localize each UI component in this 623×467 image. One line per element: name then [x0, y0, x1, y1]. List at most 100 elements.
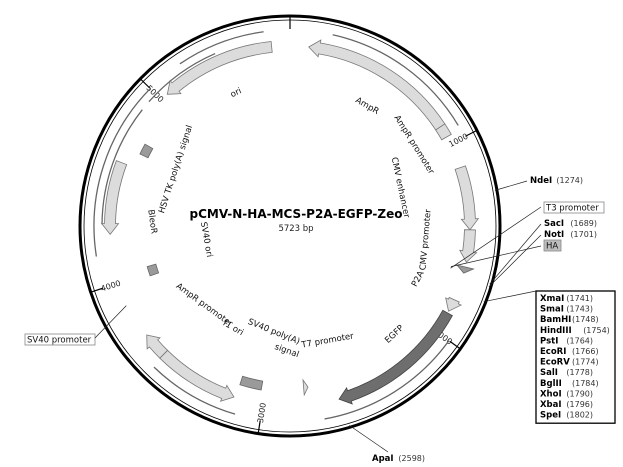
tick-5000: [139, 78, 150, 89]
site-spei: SpeI(1802): [540, 411, 593, 421]
mcs-box-frame: [535, 290, 616, 424]
feature-p2a: [445, 296, 463, 312]
label-text: HA: [546, 242, 558, 252]
site-name: HindIII: [540, 326, 572, 336]
plasmid-size: 5723 bp: [278, 224, 313, 234]
boxed-label-t3-promoter: T3 promoter: [450, 201, 605, 269]
label-frame: [24, 333, 96, 346]
site-noti: NotI (1701): [488, 230, 597, 288]
site-psti: PstI (1764): [540, 336, 593, 346]
site-name: NdeI: [530, 176, 552, 186]
site-ecori: EcoRI (1766): [540, 347, 599, 357]
site-position: (1764): [566, 336, 593, 345]
boxed-label-sv40-promoter: SV40 promoter: [24, 305, 127, 346]
site-position: (1778): [566, 368, 593, 377]
feature-label-hsv-tk-poly-a-signal: HSV TK poly(A) signal: [157, 124, 195, 215]
feature-egfp: [338, 309, 453, 405]
feature-label-ampr-promoter: AmpR promoter: [174, 281, 235, 329]
site-name: XbaI: [540, 400, 562, 410]
site-position: (1796): [566, 400, 593, 409]
site-apai: ApaI (2598): [349, 425, 425, 464]
site-name: EcoRV: [540, 358, 570, 368]
feature-label-bleor: BleoR: [145, 209, 158, 235]
site-name: ApaI: [372, 454, 394, 464]
site-position: (1741): [566, 294, 593, 303]
tick-label: 5000: [144, 84, 165, 105]
site-position: (1701): [570, 230, 597, 239]
site-name: SmaI: [540, 305, 564, 315]
orf-arc: [93, 88, 151, 257]
tick-label: 3000: [256, 402, 268, 423]
feature-sv40-ori: [146, 263, 160, 277]
site-position: (1766): [572, 347, 599, 356]
site-position: (1784): [572, 379, 599, 388]
site-position: (2598): [398, 454, 425, 463]
feature-ha: [455, 264, 475, 274]
orf-arc: [101, 109, 143, 225]
feature-ampr-promoter: [435, 123, 452, 141]
site-ecorv: EcoRV(1774): [540, 358, 599, 368]
site-ndei: NdeI(1274): [494, 176, 583, 191]
site-position: (1802): [566, 411, 593, 420]
orf-arc: [332, 34, 459, 126]
feature-cmv-promoter: [459, 229, 478, 263]
site-position: (1689): [570, 219, 597, 228]
site-leader: [349, 425, 389, 453]
site-name: BamHI: [540, 315, 571, 325]
features: [100, 39, 480, 405]
feature-label-ampr: AmpR: [353, 96, 380, 117]
site-sali: SalI (1778): [540, 368, 593, 378]
orf-arc: [179, 31, 264, 65]
orf-arc: [153, 366, 236, 415]
site-name: EcoRI: [540, 347, 566, 357]
feature-hsv-tk-poly-a-signal: [139, 143, 154, 159]
tick-1000: [465, 129, 478, 137]
feature-label-p2a: P2A: [410, 269, 427, 288]
feature-arc-lines: [93, 31, 459, 420]
site-name: SacI: [544, 219, 564, 229]
label-frame: [543, 201, 605, 214]
feature-ori: [166, 41, 273, 95]
label-frame: [543, 239, 562, 252]
site-bglii: BglII (1784): [540, 379, 599, 389]
site-name: BglII: [540, 379, 562, 389]
label-text: T3 promoter: [545, 204, 599, 214]
site-position: (1748): [572, 315, 599, 324]
feature-label-t7-promoter: T7 promoter: [300, 331, 355, 350]
feature-ampr: [308, 39, 446, 131]
orf-arc: [148, 52, 216, 103]
site-leader: [489, 223, 542, 285]
feature-t7-promoter: [302, 378, 309, 397]
label-text: SV40 promoter: [27, 336, 92, 346]
site-smai: SmaI(1743): [540, 305, 593, 315]
site-leader: [494, 180, 528, 191]
restriction-sites-upper: NdeI(1274) SacI (1689) NotI (1701) ApaI (2598): [349, 176, 597, 464]
map-center: pCMV-N-HA-MCS-P2A-EGFP-Zeo 5723 bp: [190, 207, 403, 234]
mcs-site-box: XmaI(1741)SmaI(1743)BamHI(1748)HindIII(1…: [483, 290, 616, 424]
feature-f1-ori: [159, 349, 235, 402]
site-position: (1774): [572, 358, 599, 367]
feature-bleor: [100, 160, 128, 235]
site-position: (1743): [566, 305, 593, 314]
site-name: SalI: [540, 368, 558, 378]
site-xhoi: XhoI(1790): [540, 389, 593, 399]
boxed-label-ha: HA: [450, 239, 562, 267]
plasmid-name: pCMV-N-HA-MCS-P2A-EGFP-Zeo: [190, 207, 403, 221]
tick-2000: [449, 340, 461, 350]
site-name: PstI: [540, 336, 558, 346]
label-leader: [450, 245, 542, 267]
tick-label: 4000: [100, 279, 122, 294]
site-position: (1754): [583, 326, 610, 335]
site-name: XmaI: [540, 294, 564, 304]
feature-ampr-promoter: [146, 334, 169, 359]
mcs-leader: [483, 290, 537, 303]
feature-cmv-enhancer: [454, 165, 480, 231]
site-xmai: XmaI(1741): [540, 294, 593, 304]
feature-label-egfp: EGFP: [383, 323, 406, 345]
site-name: NotI: [544, 230, 564, 240]
tick-3000: [257, 420, 261, 434]
site-bamhi: BamHI(1748): [540, 315, 599, 325]
orf-arc: [324, 340, 450, 420]
